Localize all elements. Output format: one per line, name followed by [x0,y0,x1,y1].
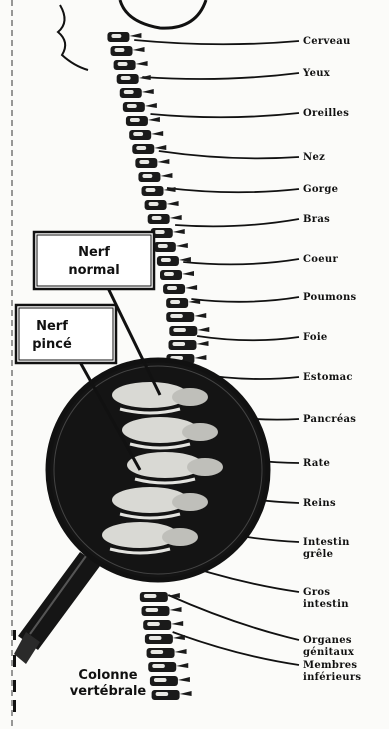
vertebra [160,270,194,280]
vertebra [151,228,185,238]
vertebra [132,144,166,154]
vertebra [143,620,183,630]
organ-label-line: Oreilles [303,108,349,119]
vertebra [169,340,209,350]
organ-label-line: Gros [303,587,330,598]
organ-label-line: Coeur [303,254,338,265]
organ-label: Reins [303,498,336,509]
vertebra [117,74,151,84]
organ-label: Coeur [303,254,338,265]
nerve-line [134,40,299,44]
organ-label-line: Intestin [303,537,350,548]
vertebra [166,312,206,322]
page-edge-ticks [13,630,16,712]
organ-label-line: Reins [303,498,336,509]
nerve-line [197,336,299,340]
vertebra [148,662,188,672]
organ-label: Yeux [302,68,331,79]
organ-labels: CerveauYeuxOreillesNezGorgeBrasCoeurPoum… [302,36,361,683]
organ-label-line: intestin [303,599,349,610]
organ-label: Estomac [303,372,353,383]
vertebra [140,592,180,602]
organ-label-line: Rate [303,458,330,469]
callout-pinched-line-2: pincé [32,337,72,352]
vertebra [120,88,154,98]
callout-normal-line-1: Nerf [78,245,110,260]
nerve-line [150,113,299,117]
vertebra [150,676,190,686]
spine-caption: Colonne vertébrale [70,668,147,699]
organ-label: Poumons [303,292,357,303]
organ-label-line: grêle [303,549,333,560]
vertebra [138,172,172,182]
organ-label-line: génitaux [303,647,355,658]
nerve-line [191,297,299,302]
callout-normal-nerve: Nerf normal [34,232,154,289]
organ-label-line: Yeux [302,68,331,79]
nerve-line [173,632,299,665]
nerve-line [159,151,299,158]
organ-label: Rate [303,458,330,469]
vertebra [135,158,169,168]
vertebra [169,326,209,336]
organ-label-line: Bras [303,214,330,225]
organ-label-line: Poumons [303,292,357,303]
vertebra [111,46,145,56]
organ-label: Cerveau [303,36,351,47]
nerve-line [168,595,299,640]
organ-label: Gorge [303,184,338,195]
vertebra [145,634,185,644]
organ-label-line: Organes [303,635,352,646]
vertebra [126,116,160,126]
vertebra [157,256,191,266]
vertebra [154,242,188,252]
vertebra [145,200,179,210]
callout-pinched-line-1: Nerf [36,319,68,334]
organ-label-line: Nez [303,152,325,163]
vertebra [129,130,163,140]
organ-label-line: Cerveau [303,36,351,47]
organ-label-line: Gorge [303,184,338,195]
nerve-line [142,73,299,79]
organ-label-line: inférieurs [303,672,361,683]
vertebra [147,648,187,658]
caption-line-1: Colonne [78,668,137,683]
vertebra [152,690,192,700]
organ-label-line: Estomac [303,372,353,383]
organ-label-line: Membres [303,660,357,671]
callout-pinched-nerve: Nerf pincé [16,305,116,363]
caption-line-2: vertébrale [70,684,147,699]
nerve-line [183,259,299,264]
organ-label-line: Foie [303,332,328,343]
organ-label: Bras [303,214,330,225]
organ-label: Foie [303,332,328,343]
callout-normal-line-2: normal [68,263,119,278]
organ-label: Oreilles [303,108,349,119]
organ-label: Nez [303,152,325,163]
organ-label: Pancréas [303,414,356,425]
head-outline [58,0,206,70]
vertebra [123,102,157,112]
vertebra [163,284,197,294]
nerve-line [175,219,299,226]
organ-label-line: Pancréas [303,414,356,425]
vertebra [148,214,182,224]
nerve-line [167,188,299,192]
magnifier-handle [14,552,100,664]
vertebra [114,60,148,70]
vertebra [142,606,182,616]
